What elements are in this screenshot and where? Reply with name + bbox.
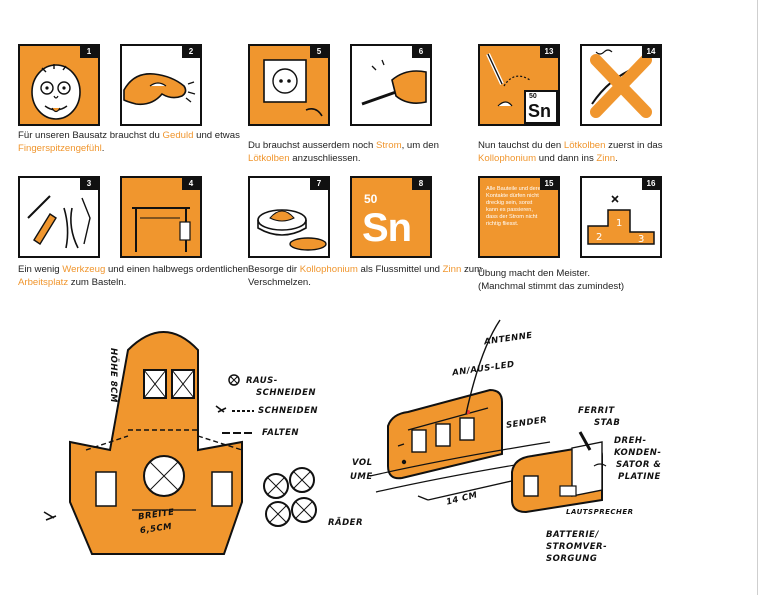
panel-number: 5	[310, 46, 328, 58]
svg-text:3: 3	[638, 234, 644, 245]
label-volume-2: UME	[350, 472, 373, 482]
hand-drawing	[123, 73, 196, 106]
panel-5: 5	[248, 44, 330, 126]
label-batterie-2: STROMVER-	[546, 542, 608, 552]
panel-2: 2	[120, 44, 202, 126]
label-drehkondensator-3: SATOR &	[616, 460, 662, 470]
panel-number: 3	[80, 178, 98, 190]
panel-number: 16	[642, 178, 660, 190]
soldering-iron-drawing	[361, 59, 427, 106]
page-edge	[757, 0, 758, 595]
label-rausschneiden: RAUS-	[246, 376, 278, 386]
cutout-template	[43, 331, 243, 555]
power-socket-drawing	[263, 59, 323, 117]
panel-8: 50 Sn 8	[350, 176, 432, 258]
tram-cutaway-drawing	[511, 431, 607, 514]
panel-number: 13	[540, 46, 558, 58]
caption-werkzeug: Ein wenig Werkzeug und einen halbwegs or…	[18, 264, 249, 288]
label-lautsprecher: LAUTSPRECHER	[566, 508, 634, 516]
wheels-drawing	[263, 467, 317, 527]
svg-text:2: 2	[596, 232, 602, 243]
caption-kollophonium: Besorge dir Kollophonium als Flussmittel…	[248, 264, 483, 288]
label-drehkondensator-2: KONDEN-	[614, 448, 662, 458]
caption-eintauchen: Nun tauchst du den Lötkolben zuerst in d…	[478, 140, 663, 164]
label-ferrit-2: STAB	[594, 418, 621, 428]
label-volume: VOL	[352, 458, 373, 468]
tram-drawing	[369, 319, 559, 501]
panel-number: 6	[412, 46, 430, 58]
label-batterie: BATTERIE/	[546, 530, 599, 540]
panel-6: 6	[350, 44, 432, 126]
panel-13: 50 Sn 13	[478, 44, 560, 126]
panel-number: 14	[642, 46, 660, 58]
panel-number: 2	[182, 46, 200, 58]
panel-15-text: Alle Bauteile und deren Kontakte dürfen …	[486, 186, 544, 227]
label-rausschneiden-2: SCHNEIDEN	[256, 388, 317, 398]
label-falten: FALTEN	[262, 428, 300, 438]
panel-number: 7	[310, 178, 328, 190]
caption-uebung: Übung macht den Meister. (Manchmal stimm…	[478, 268, 625, 292]
crafting-illustration	[43, 319, 607, 555]
tools-drawing	[27, 195, 91, 249]
panel-14: 14	[580, 44, 662, 126]
panel-number: 15	[540, 178, 558, 190]
crossed-drawing	[590, 49, 652, 118]
label-schneiden: SCHNEIDEN	[258, 406, 319, 416]
svg-text:1: 1	[616, 218, 622, 229]
label-drehkondensator: DREH-	[614, 436, 647, 446]
panel-3: 3	[18, 176, 100, 258]
workbench-drawing	[132, 207, 191, 252]
panel-16: 1 2 3 16	[580, 176, 662, 258]
panel-number: 4	[182, 178, 200, 190]
element-number: 50	[364, 192, 378, 206]
podium-drawing: 1 2 3	[587, 195, 655, 245]
panel-number: 8	[412, 178, 430, 190]
tin-element-card: 50 Sn	[524, 90, 558, 124]
label-raeder: RÄDER	[328, 518, 364, 528]
label-ferrit: FERRIT	[578, 406, 615, 416]
element-symbol: Sn	[362, 206, 412, 250]
caption-strom: Du brauchst ausserdem noch Strom, um den…	[248, 140, 439, 164]
panel-15: Alle Bauteile und deren Kontakte dürfen …	[478, 176, 560, 258]
panel-7: 7	[248, 176, 330, 258]
label-hoehe: HÖHE 8CM	[108, 348, 118, 403]
panel-number: 1	[80, 46, 98, 58]
kollophonium-tin-drawing	[257, 209, 327, 251]
panel-1: 1	[18, 44, 100, 126]
label-platine: PLATINE	[618, 472, 661, 482]
face-drawing	[31, 64, 81, 120]
caption-geduld: Für unseren Bausatz brauchst du Geduld u…	[18, 130, 240, 154]
dipping-iron-drawing	[486, 53, 531, 107]
panel-4: 4	[120, 176, 202, 258]
label-batterie-3: SORGUNG	[546, 554, 598, 564]
